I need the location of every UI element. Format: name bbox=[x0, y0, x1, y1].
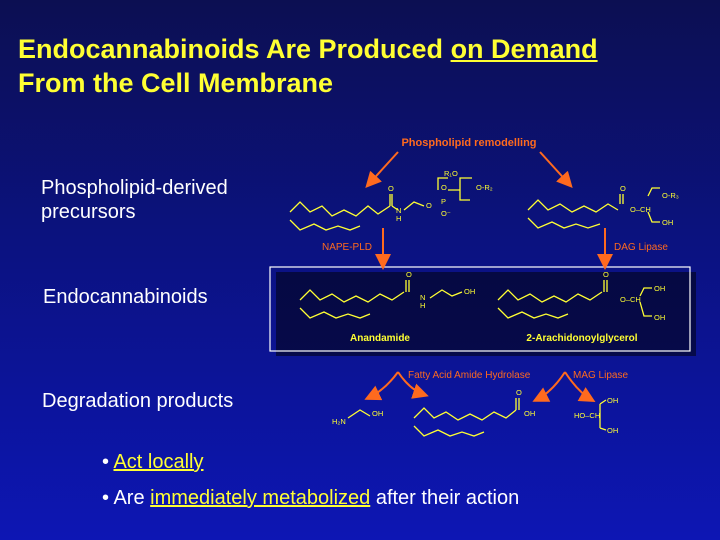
phos-r1o: R₁O bbox=[444, 169, 458, 178]
ag-glycerol bbox=[639, 287, 652, 317]
nape-linker bbox=[391, 201, 425, 211]
dag-carbonyl bbox=[619, 194, 624, 204]
ag-och: O–CH bbox=[620, 295, 641, 304]
anandamide-chain bbox=[299, 289, 405, 303]
slide-title: Endocannabinoids Are Produced on Demand … bbox=[18, 32, 708, 100]
arrow-faah-left bbox=[364, 371, 399, 401]
label-precursors: Phospholipid-derived precursors bbox=[41, 177, 228, 223]
dag-o: O bbox=[620, 184, 626, 193]
arrow-mag-left bbox=[532, 371, 566, 402]
phos-ominus: O⁻ bbox=[441, 209, 451, 218]
title-part1: Endocannabinoids Are Produced bbox=[18, 34, 451, 64]
anandamide-tail bbox=[299, 307, 371, 319]
phosphate-group bbox=[437, 177, 472, 201]
phos-p: P bbox=[441, 197, 446, 206]
nape-o2: O bbox=[426, 201, 432, 210]
bullet-list: • Act locally • Are immediately metaboli… bbox=[102, 450, 519, 522]
2ag-name: 2-Arachidonoylglycerol bbox=[526, 333, 637, 344]
nape-n: N bbox=[396, 206, 401, 215]
nape-carbonyl bbox=[389, 194, 393, 206]
title-emphasis: on Demand bbox=[450, 34, 598, 64]
bullet-1-highlight: Act locally bbox=[113, 451, 204, 473]
nape-chain bbox=[289, 201, 391, 217]
ag-oh2: OH bbox=[654, 313, 665, 322]
bullet-1: • Act locally bbox=[102, 450, 519, 486]
dag-chain bbox=[527, 199, 619, 213]
ag-o: O bbox=[603, 270, 609, 279]
bullet-2-suffix: after their action bbox=[370, 487, 520, 509]
ag-chain bbox=[497, 289, 603, 303]
bullet-2: • Are immediately metabolized after thei… bbox=[102, 486, 519, 522]
nape-o: O bbox=[388, 184, 394, 193]
ana-oh: OH bbox=[464, 287, 475, 296]
ea-h2n: H₂N bbox=[332, 417, 346, 426]
nape-h: H bbox=[396, 214, 401, 223]
nape-label: NAPE-PLD bbox=[322, 242, 372, 253]
ana-o: O bbox=[406, 270, 412, 279]
arrow-mag-right bbox=[564, 371, 596, 402]
bullet-marker-1: • bbox=[102, 451, 110, 473]
bullet-marker-2: • bbox=[102, 487, 110, 509]
gly-oh2: OH bbox=[607, 426, 618, 435]
anandamide-name: Anandamide bbox=[350, 333, 410, 344]
phos-o-top: O bbox=[441, 183, 447, 192]
gly-oh1: OH bbox=[607, 396, 618, 405]
aa-chain bbox=[413, 407, 517, 421]
label-endocannabinoids: Endocannabinoids bbox=[43, 286, 208, 308]
remodelling-label: Phospholipid remodelling bbox=[401, 137, 536, 149]
endocannabinoid-box bbox=[269, 266, 691, 352]
dag-oh: OH bbox=[662, 218, 673, 227]
anandamide-carbonyl bbox=[405, 280, 410, 292]
anandamide-ethanol bbox=[429, 289, 463, 299]
faah-label: Fatty Acid Amide Hydrolase bbox=[408, 370, 531, 381]
bullet-2-prefix: Are bbox=[113, 487, 151, 509]
aa-tail bbox=[413, 425, 485, 437]
ag-tail bbox=[497, 307, 569, 319]
title-line2: From the Cell Membrane bbox=[18, 68, 334, 98]
nape-tail bbox=[289, 219, 361, 231]
arrow-remodel-right bbox=[539, 151, 573, 188]
ag-oh1: OH bbox=[654, 284, 665, 293]
dag-or3: O-R₃ bbox=[662, 191, 679, 200]
dag-label: DAG Lipase bbox=[614, 242, 668, 253]
aa-oh: OH bbox=[524, 409, 535, 418]
bullet-2-highlight: immediately metabolized bbox=[150, 487, 371, 509]
ana-n: N bbox=[420, 293, 425, 302]
glycerol bbox=[599, 399, 607, 431]
ea-oh: OH bbox=[372, 409, 383, 418]
ana-h: H bbox=[420, 301, 425, 310]
dag-tail bbox=[527, 217, 601, 229]
label-degradation: Degradation products bbox=[42, 390, 234, 412]
ag-carbonyl bbox=[603, 280, 608, 292]
mag-label: MAG Lipase bbox=[573, 370, 628, 381]
phos-or2: O-R₂ bbox=[476, 183, 493, 192]
aa-o: O bbox=[516, 388, 522, 397]
dag-och: O–CH bbox=[630, 205, 651, 214]
gly-hoch: HO–CH bbox=[574, 411, 600, 420]
arrow-faah-right bbox=[397, 371, 429, 399]
dag-glycerol bbox=[647, 187, 660, 223]
aa-carbonyl bbox=[515, 398, 520, 410]
arrow-remodel-left bbox=[365, 151, 399, 188]
ethanolamine bbox=[347, 409, 371, 419]
